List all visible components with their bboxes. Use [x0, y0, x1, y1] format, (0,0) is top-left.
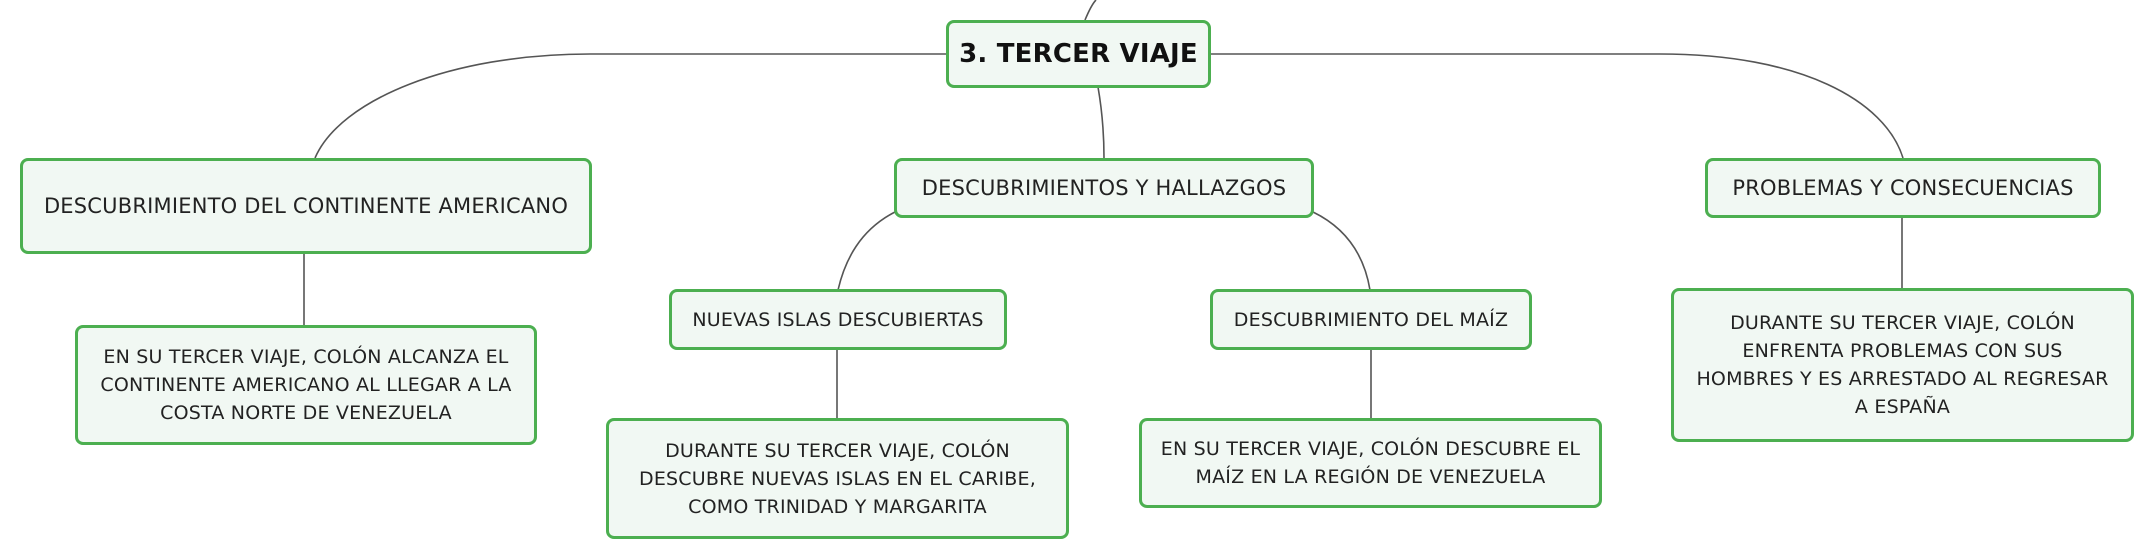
detail-node-problemas[interactable]: DURANTE SU TERCER VIAJE, COLÓN ENFRENTA … [1671, 288, 2134, 442]
connector-center-subleft [837, 211, 896, 291]
sub-node-nuevas-islas[interactable]: NUEVAS ISLAS DESCUBIERTAS [669, 289, 1007, 350]
root-node-label: 3. TERCER VIAJE [959, 39, 1198, 69]
branch-node-problemas[interactable]: PROBLEMAS Y CONSECUENCIAS [1705, 158, 2101, 218]
sub-node-maiz-label: DESCUBRIMIENTO DEL MAÍZ [1233, 308, 1509, 331]
branch-node-problemas-label: PROBLEMAS Y CONSECUENCIAS [1732, 176, 2074, 200]
detail-node-continente-text: EN SU TERCER VIAJE, COLÓN ALCANZA EL CON… [100, 346, 512, 424]
sub-node-nuevas-islas-label: NUEVAS ISLAS DESCUBIERTAS [692, 308, 984, 331]
connector-from-parent [1084, 0, 1097, 21]
detail-node-continente[interactable]: EN SU TERCER VIAJE, COLÓN ALCANZA EL CON… [75, 325, 537, 445]
branch-node-continente-label: DESCUBRIMIENTO DEL CONTINENTE AMERICANO [43, 194, 569, 218]
connector-root-left [314, 53, 947, 159]
branch-node-descubrimientos[interactable]: DESCUBRIMIENTOS Y HALLAZGOS [894, 158, 1314, 218]
root-node[interactable]: 3. TERCER VIAJE [946, 20, 1211, 88]
detail-node-nuevas-islas[interactable]: DURANTE SU TERCER VIAJE, COLÓN DESCUBRE … [606, 418, 1069, 539]
detail-node-maiz[interactable]: EN SU TERCER VIAJE, COLÓN DESCUBRE EL MA… [1139, 418, 1602, 508]
connector-root-center [1097, 86, 1105, 159]
detail-node-nuevas-islas-text: DURANTE SU TERCER VIAJE, COLÓN DESCUBRE … [639, 439, 1036, 518]
branch-node-descubrimientos-label: DESCUBRIMIENTOS Y HALLAZGOS [921, 176, 1287, 200]
branch-node-continente[interactable]: DESCUBRIMIENTO DEL CONTINENTE AMERICANO [20, 158, 592, 254]
connector-root-right [1210, 53, 1904, 159]
detail-node-problemas-text: DURANTE SU TERCER VIAJE, COLÓN ENFRENTA … [1696, 312, 2109, 418]
sub-node-maiz[interactable]: DESCUBRIMIENTO DEL MAÍZ [1210, 289, 1532, 350]
detail-node-maiz-text: EN SU TERCER VIAJE, COLÓN DESCUBRE EL MA… [1160, 438, 1581, 488]
connector-center-subright [1312, 211, 1371, 291]
